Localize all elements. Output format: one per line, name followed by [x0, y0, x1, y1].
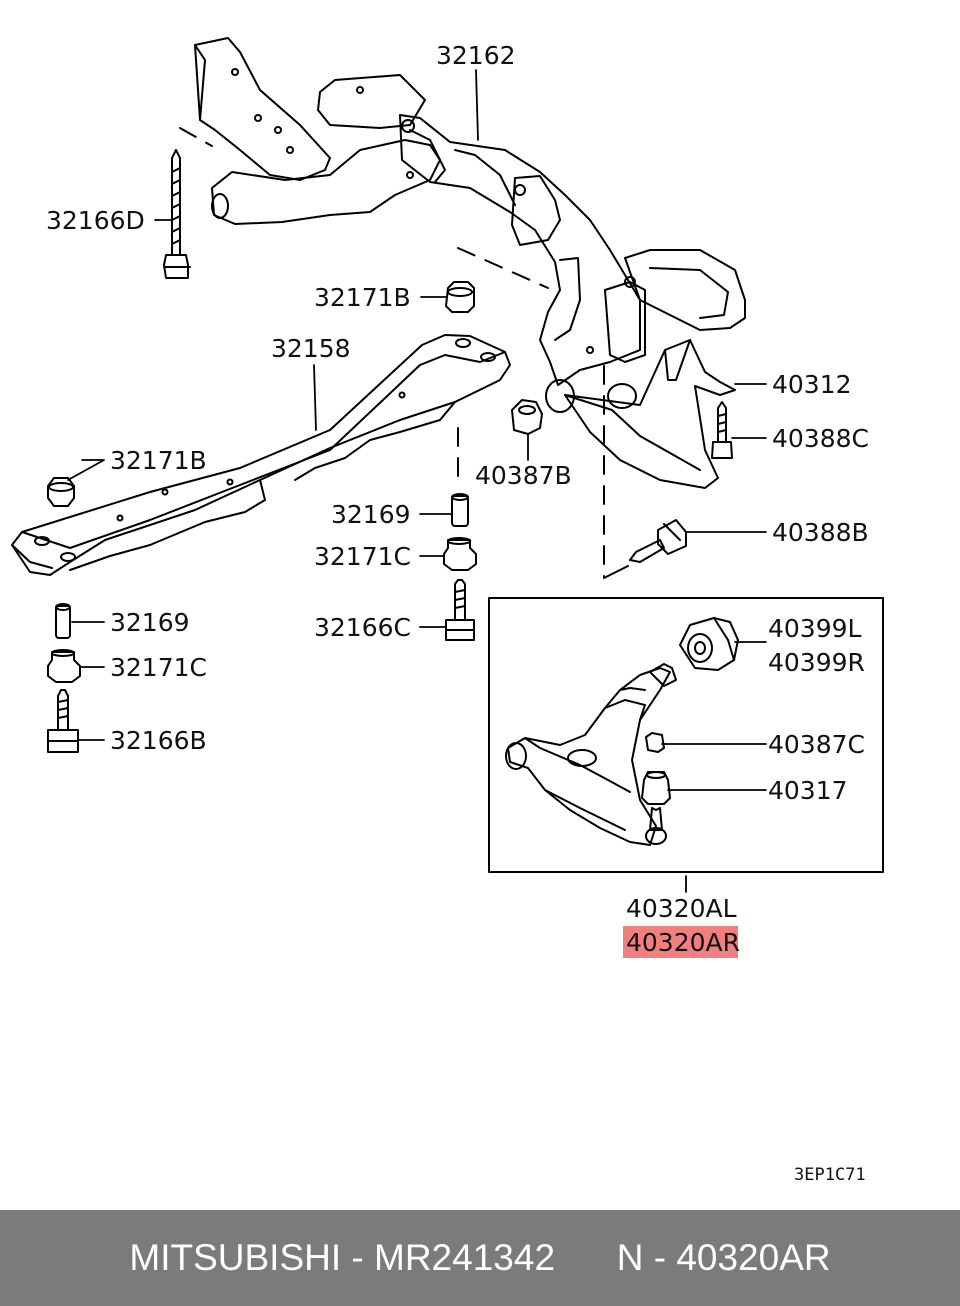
label-40388C: 40388C [772, 424, 869, 453]
bolt-40388B [629, 519, 687, 563]
parts-diagram: 32162 32166D 32171B 32158 32171B 32169 3… [11, 37, 884, 1185]
label-40320AL: 40320AL [626, 894, 737, 923]
ball-joint-stud [645, 807, 667, 845]
bracket-32158 [11, 334, 511, 576]
footer-brand-part: MITSUBISHI - MR241342 [129, 1237, 556, 1278]
label-40399L: 40399L [768, 614, 862, 643]
label-32158: 32158 [271, 334, 351, 363]
highlight-40320AR [623, 926, 738, 958]
nut-40387B [511, 399, 543, 435]
bushing-32171C-left [47, 649, 81, 683]
bushing-32171B-left [47, 477, 75, 507]
label-40387B: 40387B [475, 461, 572, 490]
bushing-40387C [645, 732, 665, 753]
label-32166C: 32166C [314, 613, 411, 642]
footer-spacer [555, 1237, 617, 1279]
assembly-dashed-lines [179, 127, 605, 579]
label-32166B: 32166B [110, 726, 207, 755]
spacer-32169-left [55, 603, 71, 639]
lower-arm-40320 [505, 663, 677, 846]
label-40388B: 40388B [772, 518, 869, 547]
diagram-code: 3EP1C71 [794, 1165, 866, 1185]
leader-lines [67, 69, 767, 893]
bolt-32166D [163, 149, 191, 279]
label-40387C: 40387C [768, 730, 865, 759]
label-32171C-left: 32171C [110, 653, 207, 682]
bushing-32171B-top [445, 281, 475, 313]
label-32171C-center: 32171C [314, 542, 411, 571]
stay-40312 [564, 339, 736, 489]
label-32171B-left: 32171B [110, 446, 207, 475]
footer-ref: N - 40320AR [616, 1237, 831, 1278]
label-32162: 32162 [436, 41, 516, 70]
footer-bar: MITSUBISHI - MR241342 N - 40320AR [0, 1210, 960, 1306]
label-40312: 40312 [772, 370, 852, 399]
dust-cover-40317 [641, 771, 671, 805]
assembly-line-end [603, 565, 629, 579]
label-32169-left: 32169 [110, 608, 190, 637]
label-32166D: 32166D [46, 206, 145, 235]
lower-arm-inset-frame [488, 597, 884, 873]
bolt-32166C [445, 579, 475, 641]
bolt-32166B [47, 689, 79, 753]
label-40317: 40317 [768, 776, 848, 805]
label-40399R: 40399R [768, 648, 865, 677]
label-32171B-top: 32171B [314, 283, 411, 312]
spacer-32169-center [451, 493, 469, 527]
label-40320AR: 40320AR [626, 928, 740, 957]
bushing-40399 [679, 617, 739, 671]
bolt-40388C [711, 401, 733, 459]
bushing-32171C-center [443, 537, 477, 571]
label-32169-center: 32169 [331, 500, 411, 529]
